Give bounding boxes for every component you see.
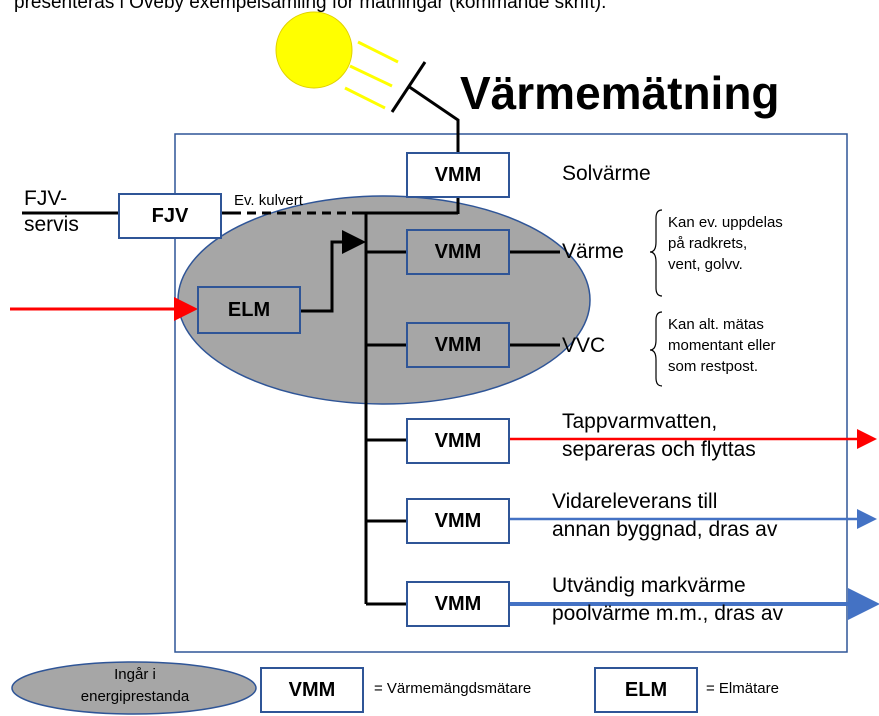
label-vvc: VVC: [562, 334, 606, 357]
elm-feed-line: [300, 230, 366, 313]
legend-elm-desc: = Elmätare: [706, 680, 779, 697]
top-caption: presenteras i Öveby exempelsamling för m…: [14, 0, 607, 13]
label-varme: Värme: [562, 240, 624, 263]
vmm-box-vvc: VMM: [406, 322, 510, 368]
note-varme: Kan ev. uppdelas på radkrets, vent, golv…: [668, 214, 783, 273]
vmm-box-vidareleverans: VMM: [406, 498, 510, 544]
sun-rays-icon: [344, 40, 399, 110]
vmm-box-solvarme: VMM: [406, 152, 510, 198]
building-outline: [174, 133, 848, 653]
fjv-meter-box: FJV: [118, 193, 222, 239]
legend-vmm-desc: = Värmemängdsmätare: [374, 680, 532, 697]
vvc-bracket: [649, 311, 663, 387]
vmm-box-markvarme: VMM: [406, 581, 510, 627]
label-tappvarmvatten: Tappvarmvatten, separeras och flyttas: [562, 410, 756, 461]
fjv-service-label: FJV- servis: [24, 187, 79, 236]
label-markvarme: Utvändig markvärme poolvärme m.m., dras …: [552, 574, 784, 625]
legend-ellipse: [11, 661, 257, 715]
legend-vmm-box: VMM: [260, 667, 364, 713]
legend-elm-box: ELM: [594, 667, 698, 713]
vmm-box-tappvarmvatten: VMM: [406, 418, 510, 464]
vmm-box-varme: VMM: [406, 229, 510, 275]
culvert-label: Ev. kulvert: [234, 192, 303, 209]
note-vvc: Kan alt. mätas momentant eller som restp…: [668, 316, 776, 375]
sun-icon: [275, 11, 353, 89]
solar-collector-icon: [390, 61, 460, 152]
page-title: Värmemätning: [460, 67, 780, 119]
elm-meter-box: ELM: [197, 286, 301, 334]
label-solvarme: Solvärme: [562, 162, 651, 185]
label-vidareleverans: Vidareleverans till annan byggnad, dras …: [552, 490, 778, 541]
legend-ellipse-label: Ingår i energiprestanda: [80, 666, 190, 705]
varme-bracket: [649, 209, 663, 297]
